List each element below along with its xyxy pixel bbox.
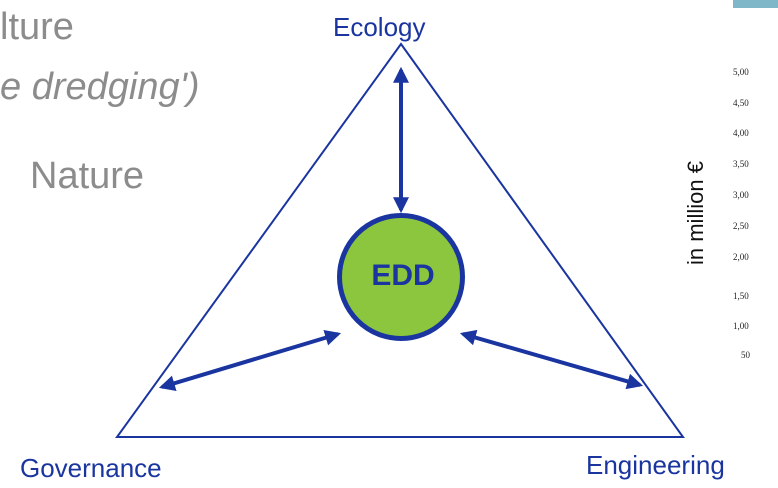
y-tick-label: 50 <box>741 350 750 360</box>
arrow-engineering <box>459 329 644 390</box>
y-tick-label: 5,00 <box>733 67 749 77</box>
edd-center-circle <box>337 213 465 341</box>
y-tick-label: 1,50 <box>733 291 749 301</box>
background-text-line-1: lture <box>0 6 74 48</box>
y-tick-label: 4,00 <box>733 128 749 138</box>
vertex-label-governance: Governance <box>20 453 162 483</box>
y-tick-label: 3,00 <box>733 190 749 200</box>
arrow-governance <box>158 330 342 391</box>
side-chart-y-axis-label: in million € <box>683 161 708 265</box>
y-tick-label: 2,50 <box>733 221 749 231</box>
triangle-outline <box>115 42 685 438</box>
edd-center-label: EDD <box>371 259 435 292</box>
vertex-label-engineering: Engineering <box>586 450 725 480</box>
background-text-line-3: Nature <box>30 155 145 197</box>
header-decoration-bar <box>733 0 778 8</box>
y-tick-label: 4,50 <box>733 98 749 108</box>
background-text-line-2: e dredging') <box>0 66 200 108</box>
y-tick-label: 1,00 <box>733 321 749 331</box>
y-tick-label: 2,00 <box>733 252 749 262</box>
vertex-label-ecology: Ecology <box>333 12 426 42</box>
y-tick-label: 3,50 <box>733 159 749 169</box>
